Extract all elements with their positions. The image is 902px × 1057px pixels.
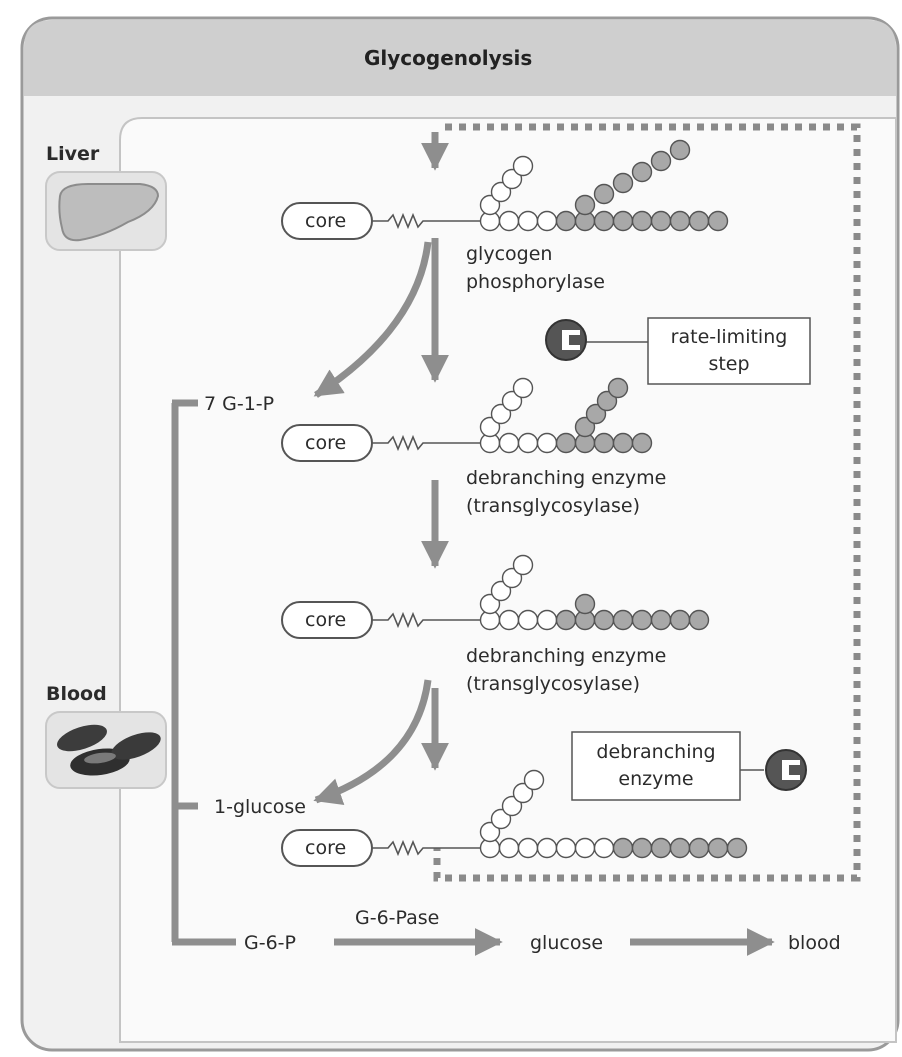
branch-residue xyxy=(633,163,652,182)
glucose-residue-outer xyxy=(709,839,728,858)
glucose-residue-outer xyxy=(633,839,652,858)
glucose-residue-outer xyxy=(614,434,633,453)
glucose-residue-outer xyxy=(595,434,614,453)
product-glucose: 1-glucose xyxy=(214,795,306,819)
debranching-line2: enzyme xyxy=(572,766,740,792)
glucose-residue-outer xyxy=(557,611,576,630)
blood-label: Blood xyxy=(46,682,107,706)
core-label-3: core xyxy=(305,608,346,632)
glucose-residue-outer xyxy=(633,212,652,231)
glucose-residue-outer xyxy=(690,839,709,858)
glucose-residue xyxy=(519,434,538,453)
rate-limiting-text: rate-limiting step xyxy=(648,318,810,384)
branch-residue xyxy=(576,196,595,215)
glucose-residue xyxy=(595,839,614,858)
product-g6p: G-6-P xyxy=(244,931,296,955)
glucose-residue-outer xyxy=(709,212,728,231)
glucose-residue-outer xyxy=(671,839,690,858)
glucose-residue xyxy=(500,434,519,453)
enzyme-icon-debranching xyxy=(766,750,806,790)
rate-limiting-line1: rate-limiting xyxy=(648,324,810,350)
enzyme-icon-phosphorylase xyxy=(546,320,586,360)
glucose-residue-outer xyxy=(595,611,614,630)
branch-residue xyxy=(652,152,671,171)
glucose-residue xyxy=(576,839,595,858)
enzyme-label-1b: phosphorylase xyxy=(466,270,605,294)
enzyme-label-2b: (transglycosylase) xyxy=(466,494,640,518)
glucose-residue-outer xyxy=(671,611,690,630)
branch-residue xyxy=(595,185,614,204)
glucose-residue-outer xyxy=(728,839,747,858)
glucose-residue xyxy=(538,212,557,231)
glucose-residue-outer xyxy=(557,434,576,453)
glucose-residue-outer xyxy=(690,212,709,231)
g6pase-label: G-6-Pase xyxy=(355,906,439,930)
glucose-residue xyxy=(538,839,557,858)
enzyme-label-3a: debranching enzyme xyxy=(466,644,666,668)
glucose-residue xyxy=(500,839,519,858)
glucose-residue-outer xyxy=(614,212,633,231)
glucose-residue xyxy=(538,611,557,630)
glucose-residue-outer xyxy=(671,212,690,231)
branch-residue xyxy=(514,556,533,575)
blood-destination-label: blood xyxy=(788,931,841,955)
glucose-residue-outer xyxy=(652,611,671,630)
glucose-residue xyxy=(500,611,519,630)
core-label-2: core xyxy=(305,431,346,455)
enzyme-label-2a: debranching enzyme xyxy=(466,466,666,490)
glucose-residue-outer xyxy=(595,212,614,231)
branch-residue xyxy=(576,595,595,614)
glucose-residue-outer xyxy=(690,611,709,630)
diagram-title: Glycogenolysis xyxy=(364,46,532,70)
glucose-residue xyxy=(519,839,538,858)
glucose-residue-outer xyxy=(633,434,652,453)
branch-residue xyxy=(525,771,544,790)
glucose-residue-outer xyxy=(652,839,671,858)
debranching-text: debranching enzyme xyxy=(572,732,740,800)
rate-limiting-line2: step xyxy=(648,351,810,377)
glucose-residue-outer xyxy=(614,611,633,630)
glucose-label: glucose xyxy=(530,931,603,955)
branch-residue xyxy=(609,379,628,398)
glucose-residue-outer xyxy=(614,839,633,858)
glucose-residue-outer xyxy=(557,212,576,231)
glucose-residue xyxy=(557,839,576,858)
branch-residue xyxy=(671,141,690,160)
liver-label: Liver xyxy=(46,142,99,166)
enzyme-label-3b: (transglycosylase) xyxy=(466,672,640,696)
branch-residue xyxy=(514,379,533,398)
enzyme-label-1a: glycogen xyxy=(466,242,552,266)
glucose-residue xyxy=(519,611,538,630)
core-label-1: core xyxy=(305,209,346,233)
glucose-residue-outer xyxy=(633,611,652,630)
glucose-residue-outer xyxy=(652,212,671,231)
product-g1p: 7 G-1-P xyxy=(204,392,274,416)
glucose-residue xyxy=(538,434,557,453)
branch-residue xyxy=(514,157,533,176)
glucose-residue xyxy=(500,212,519,231)
glucose-residue xyxy=(519,212,538,231)
core-label-4: core xyxy=(305,836,346,860)
debranching-line1: debranching xyxy=(572,739,740,765)
branch-residue xyxy=(614,174,633,193)
